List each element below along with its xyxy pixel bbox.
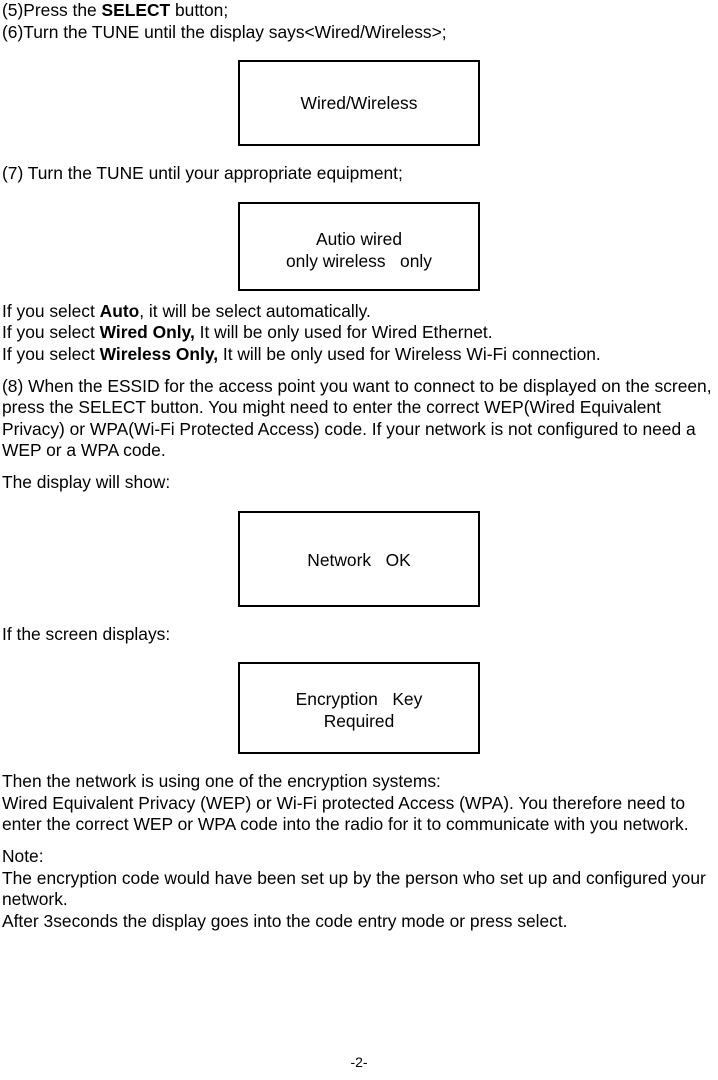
display-lines: Network OK [307, 549, 410, 571]
if-screen-displays-label: If the screen displays: [2, 623, 171, 644]
page-content: (5)Press the SELECT button; (6)Turn the … [0, 0, 718, 931]
encryption-systems-line: Then the network is using one of the enc… [2, 771, 441, 792]
step-5-suffix: button; [170, 0, 229, 20]
step-5-select-keyword: SELECT [101, 0, 171, 20]
select-wireless-suffix: It will be only used for Wireless Wi-Fi … [218, 343, 601, 364]
spacer [0, 607, 718, 624]
select-wired-only-note: If you select Wired Only, It will be onl… [0, 322, 718, 344]
display-will-show-label: The display will show: [2, 471, 171, 492]
note-heading: Note: [2, 845, 44, 866]
step-7-line: (7) Turn the TUNE until your appropriate… [2, 163, 403, 184]
page-number: -2- [350, 1054, 368, 1070]
spacer [0, 366, 718, 376]
select-auto-keyword: Auto [99, 300, 140, 321]
display-box-network-ok: Network OK [238, 510, 480, 607]
spacer [0, 754, 718, 771]
spacer [0, 462, 718, 472]
display-line: Network OK [307, 549, 411, 570]
display-lines: Autio wired only wireless only [286, 228, 432, 272]
select-auto-note: If you select Auto, it will be select au… [0, 301, 718, 323]
encryption-explanation-body: Wired Equivalent Privacy (WEP) or Wi-Fi … [2, 792, 690, 835]
spacer [0, 836, 718, 846]
select-wired-suffix: It will be only used for Wired Ethernet. [194, 322, 493, 343]
spacer [0, 494, 718, 511]
display-lines: Encryption Key Required [296, 688, 423, 732]
spacer [0, 185, 718, 202]
select-wired-prefix: If you select [2, 322, 100, 343]
display-box-auto-modes: Autio wired only wireless only [238, 201, 480, 291]
display-line: Wired/Wireless [300, 93, 418, 114]
display-box-wired-wireless: Wired/Wireless [238, 60, 480, 147]
step-5-line: (5)Press the SELECT button; [0, 0, 718, 22]
display-box-encryption-key-required: Encryption Key Required [238, 662, 480, 755]
spacer [0, 43, 718, 60]
select-wired-keyword: Wired Only, [99, 322, 195, 343]
step-5-prefix: (5)Press the [2, 0, 102, 20]
note-body: The encryption code would have been set … [2, 867, 711, 910]
select-wireless-keyword: Wireless Only, [99, 343, 219, 364]
select-wireless-prefix: If you select [2, 343, 100, 364]
spacer [0, 291, 718, 301]
step-8-paragraph: (8) When the ESSID for the access point … [2, 375, 717, 461]
display-line: Encryption Key [295, 689, 423, 710]
select-auto-prefix: If you select [2, 300, 100, 321]
spacer [0, 645, 718, 662]
note-last-line: After 3seconds the display goes into the… [2, 910, 568, 931]
display-line: Required [323, 711, 395, 732]
step-6-line: (6)Turn the TUNE until the display says<… [2, 21, 447, 42]
select-auto-suffix: , it will be select automatically. [139, 300, 371, 321]
display-line: Autio wired [315, 229, 402, 250]
display-line: only wireless only [286, 251, 432, 272]
display-lines: Wired/Wireless [301, 92, 418, 114]
spacer [0, 146, 718, 163]
select-wireless-only-note: If you select Wireless Only, It will be … [0, 344, 718, 366]
